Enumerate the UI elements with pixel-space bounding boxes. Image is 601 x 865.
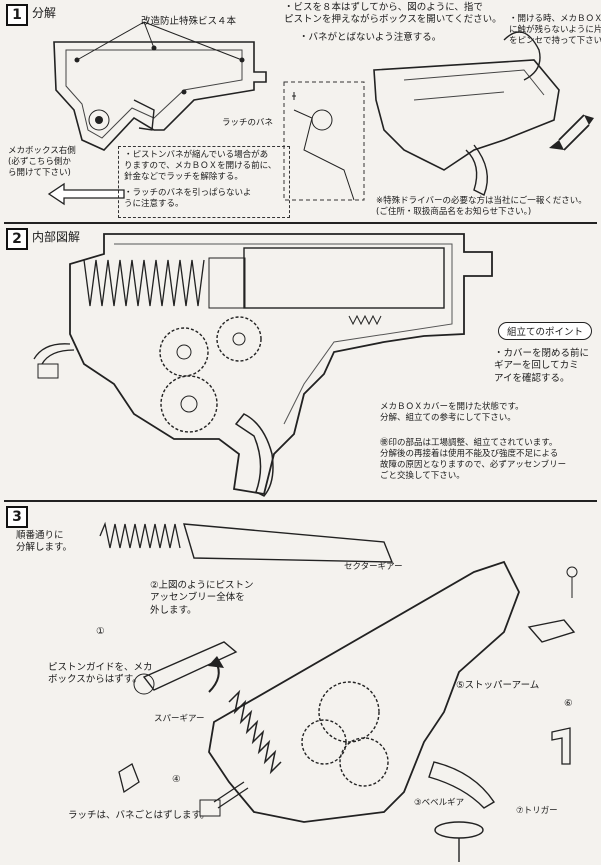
assembly-point-text: ・カバーを閉める前に ギアーを回してカミ アイを確認する。 (494, 348, 590, 384)
step4-marker: ④ (172, 774, 181, 785)
spur-gear-label: スパーギアー (154, 714, 205, 724)
section-internal-diagram: 2 内部図解 組立てのポイント ・カバーを閉める前に ギアーを回してカミ アイを… (4, 222, 597, 502)
step1-marker: ① (96, 626, 105, 637)
factory-adjusted-note: ㊝印の部品は工場調整、組立てされています。 分解後の再接着は使用不能及び強度不足… (380, 438, 567, 482)
section-number: 1 (6, 4, 28, 26)
section-disassembly-order: 3 順番通りに 分解します。 ②上図のようにピ (4, 500, 597, 865)
sector-gear-label: セクターギアー (344, 562, 403, 572)
caution-latch: ・ピストンバネが縮んでいる場合があ りますので、メカＢＯＸを開ける前に、 針金な… (124, 150, 277, 183)
section-disassembly: 1 分解 改造防止特殊ビス４本 ・ビスを８本はずしてから、図のように、指で ピス… (4, 0, 601, 222)
mechabox-closed-drawing (47, 21, 594, 206)
piston-guide-label: ピストンガイドを、メカ ボックスからはずす。 (48, 662, 153, 686)
caution-box (118, 146, 290, 218)
caution-latch-spring: ・ラッチのバネを引っぱらないよ うに注意する。 (124, 188, 252, 210)
bevel-gear-label: ③ベベルギア (414, 798, 465, 808)
section-title: 分解 (32, 6, 57, 20)
special-driver-note: ※特殊ドライバーの必要な方は当社にご一報ください。 (ご住所・取扱商品名をお知ら… (376, 196, 587, 218)
stopper-arm-label: ⑤ストッパーアーム (456, 680, 540, 691)
note-open: ・開ける時、メカＢＯＸ(右) に触が残らないように片側 をピンセで持って下さい。 (509, 14, 601, 47)
step2-piston-assembly: ②上図のようにピストン アッセンブリー全体を 外します。 (150, 580, 254, 616)
order-note: 順番通りに 分解します。 (16, 530, 73, 554)
mechabox-internal-drawing (33, 233, 493, 497)
cover-open-note: メカＢＯＸカバーを開けた状態です。 分解、組立ての参考にして下さい。 (380, 402, 524, 424)
latch-label: ラッチは、バネごとはずします。 (68, 810, 210, 821)
note-spring: ・バネがとばないよう注意する。 (299, 32, 442, 43)
trigger-label: ⑦トリガー (516, 806, 558, 816)
exploded-view-drawing (99, 521, 578, 862)
mechabox-right-label: メカボックス右側 (必ずこちら側か ら開けて下さい) (8, 146, 76, 179)
section-number: 3 (6, 506, 28, 528)
section-title: 内部図解 (32, 230, 81, 244)
note-top: ・ビスを８本はずしてから、図のように、指で ピストンを押えながらボックスを開いて… (284, 2, 502, 26)
latch-spring-label: ラッチのバネ (222, 118, 274, 128)
screw-label: 改造防止特殊ビス４本 (141, 16, 237, 27)
section-number: 2 (6, 228, 28, 250)
step6-marker: ⑥ (564, 698, 573, 709)
assembly-point-title: 組立てのポイント (498, 322, 593, 340)
